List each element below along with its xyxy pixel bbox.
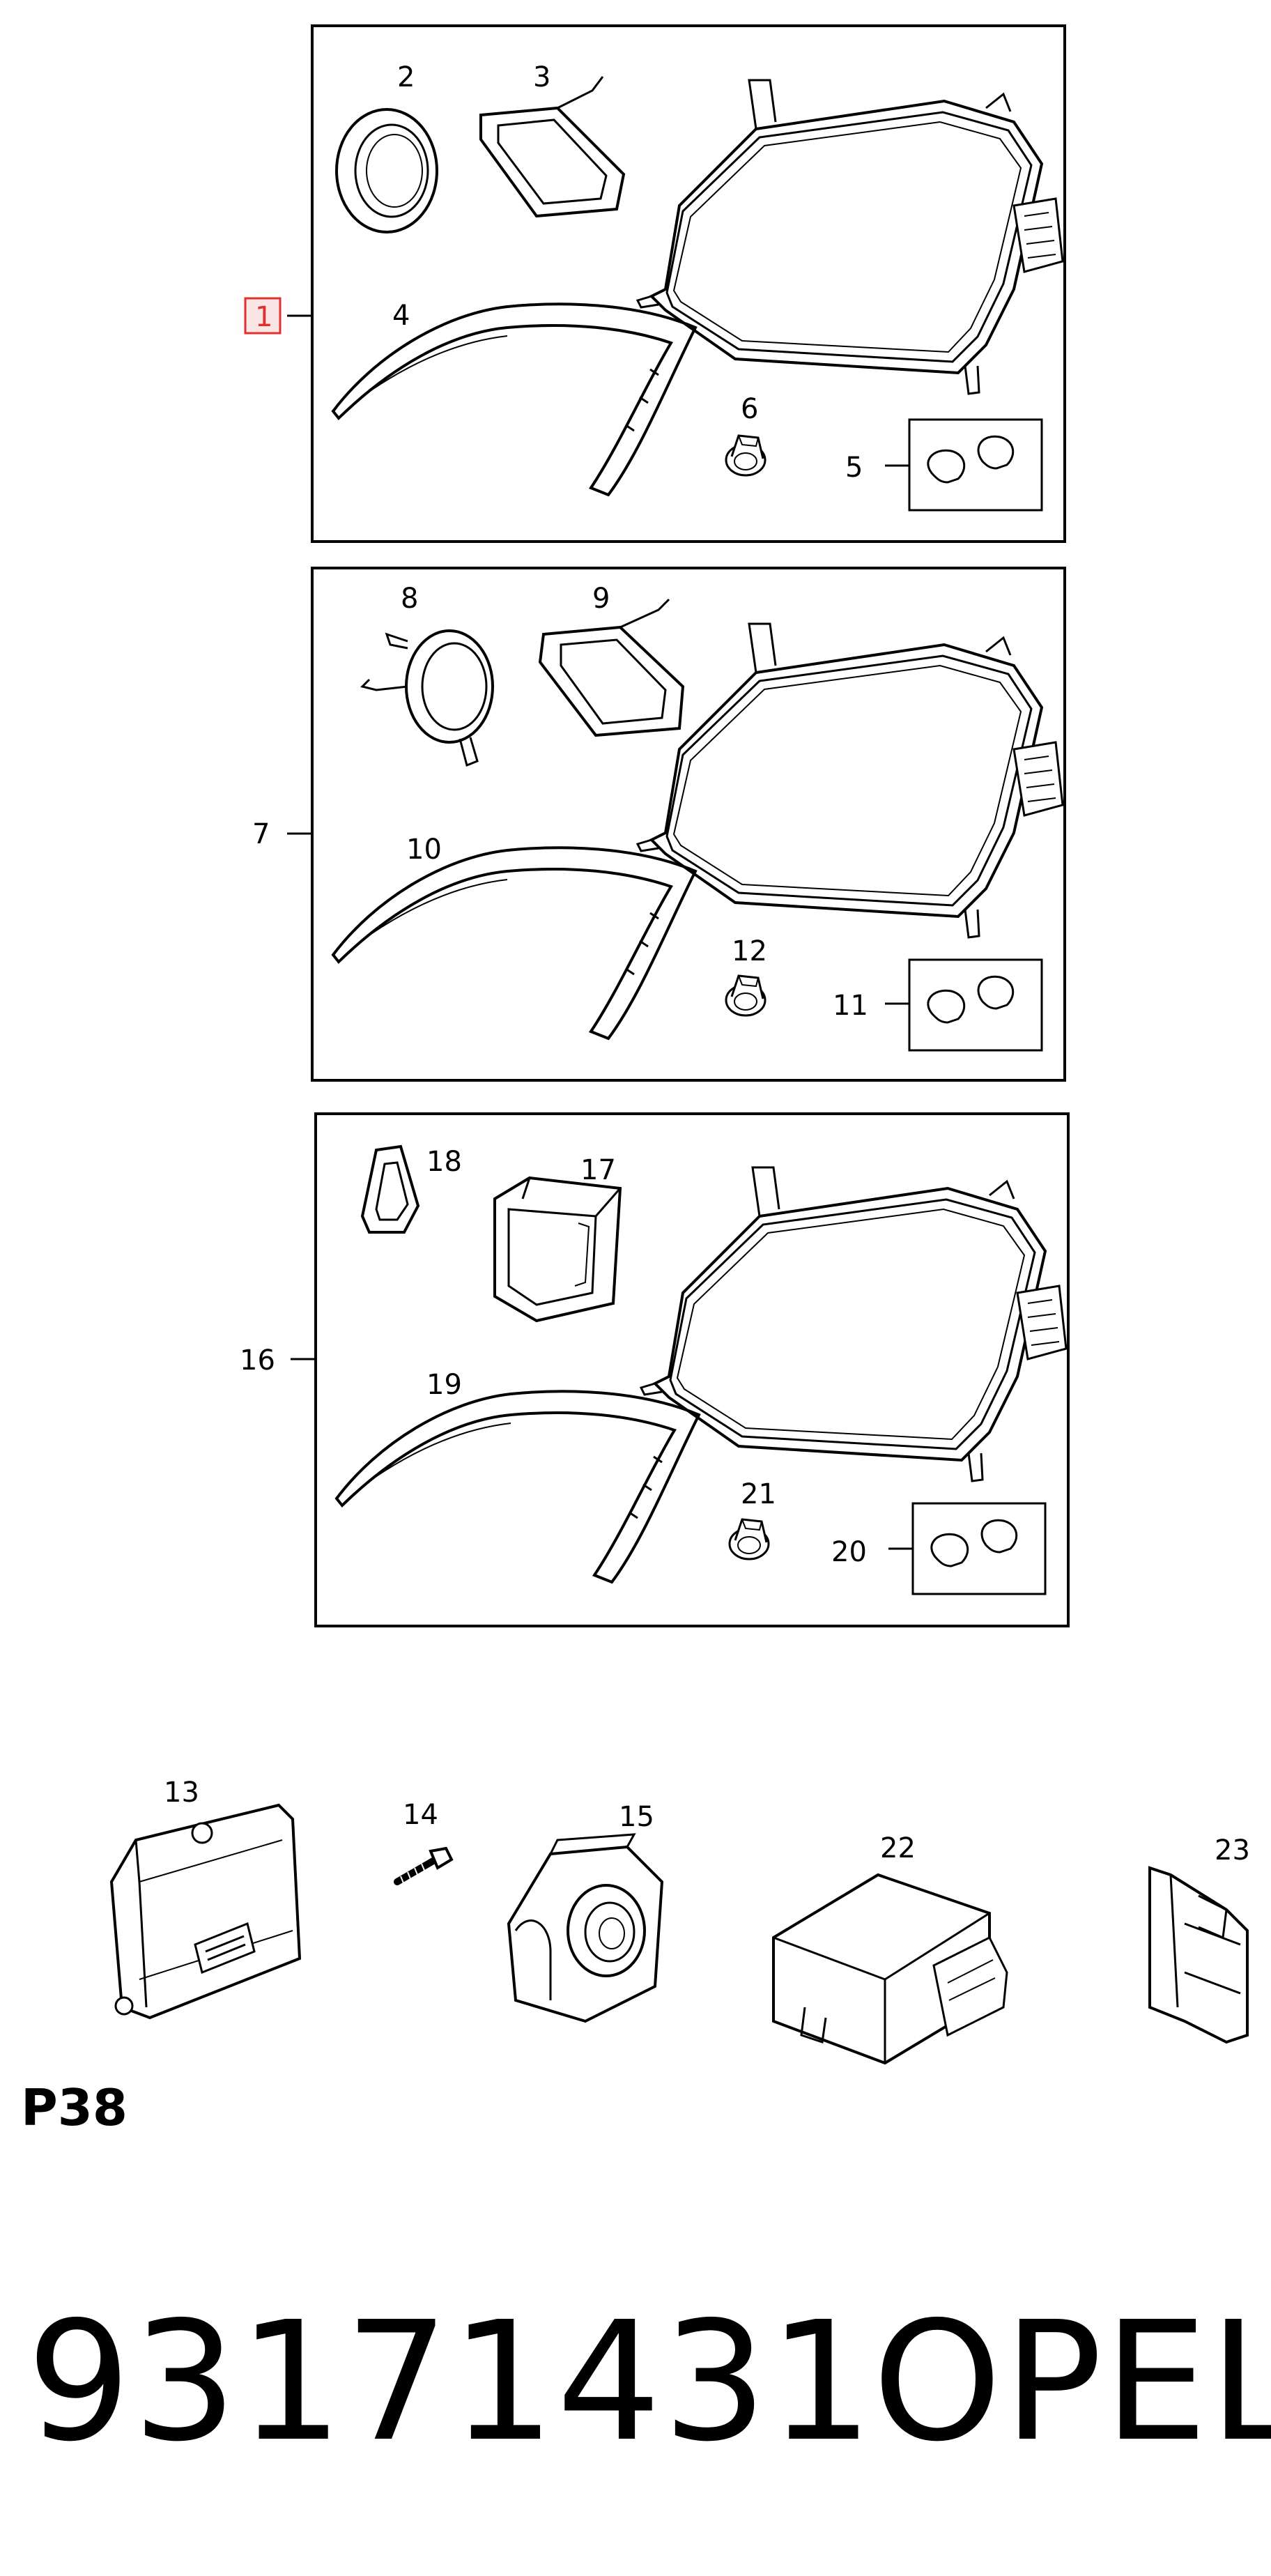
callout-18: 18 bbox=[426, 1146, 462, 1178]
callout-14: 14 bbox=[403, 1799, 438, 1831]
socket-6 bbox=[725, 434, 767, 477]
ring-8 bbox=[360, 629, 494, 767]
callout-15: 15 bbox=[619, 1801, 654, 1833]
brand-name: OPEL bbox=[872, 2286, 1271, 2478]
callout-4: 4 bbox=[392, 300, 410, 332]
socket-21 bbox=[728, 1518, 770, 1561]
page-label: P38 bbox=[21, 2078, 128, 2137]
assembly-box-2 bbox=[311, 567, 1066, 1082]
callout-10: 10 bbox=[406, 834, 442, 866]
part-number: 93171431 bbox=[26, 2286, 875, 2478]
headlamp-housing-16 bbox=[640, 1166, 1068, 1482]
bezel-10 bbox=[332, 846, 697, 1040]
callout-1-highlight bbox=[244, 297, 282, 335]
assembly-box-3 bbox=[314, 1112, 1070, 1627]
headlamp-housing-1 bbox=[636, 79, 1064, 395]
callout-3: 3 bbox=[533, 61, 550, 93]
callout-7: 7 bbox=[252, 818, 270, 850]
callout-8: 8 bbox=[401, 583, 418, 615]
reflector-3 bbox=[479, 76, 626, 218]
callout-6: 6 bbox=[741, 393, 758, 425]
callout-9: 9 bbox=[592, 583, 610, 615]
assembly-box-1 bbox=[311, 24, 1066, 543]
callout-23: 23 bbox=[1215, 1834, 1250, 1866]
housing-cover-17 bbox=[493, 1176, 622, 1323]
socket-12 bbox=[725, 974, 767, 1017]
callout-13: 13 bbox=[164, 1777, 199, 1809]
bracket-23 bbox=[1148, 1866, 1249, 2044]
callout-17: 17 bbox=[580, 1154, 616, 1186]
screw-14 bbox=[394, 1846, 454, 1885]
igniter-15 bbox=[507, 1833, 664, 2023]
callout-11: 11 bbox=[833, 990, 868, 1022]
callout-5: 5 bbox=[845, 452, 863, 484]
callout-2: 2 bbox=[397, 61, 415, 93]
callout-12: 12 bbox=[732, 935, 767, 967]
ballast-13 bbox=[109, 1803, 302, 2020]
callout-22: 22 bbox=[880, 1832, 916, 1864]
callout-1: 1 bbox=[255, 301, 272, 333]
headlamp-housing-7 bbox=[636, 622, 1064, 939]
bezel-4 bbox=[332, 302, 697, 496]
callout-21: 21 bbox=[741, 1478, 776, 1510]
callout-16: 16 bbox=[240, 1344, 275, 1377]
callout-19: 19 bbox=[426, 1369, 462, 1401]
callout-20: 20 bbox=[831, 1536, 867, 1568]
ring-2 bbox=[335, 108, 438, 233]
control-module-22 bbox=[772, 1873, 1008, 2065]
bezel-19 bbox=[335, 1390, 700, 1584]
reflector-9 bbox=[538, 598, 685, 737]
cover-18 bbox=[360, 1144, 420, 1234]
